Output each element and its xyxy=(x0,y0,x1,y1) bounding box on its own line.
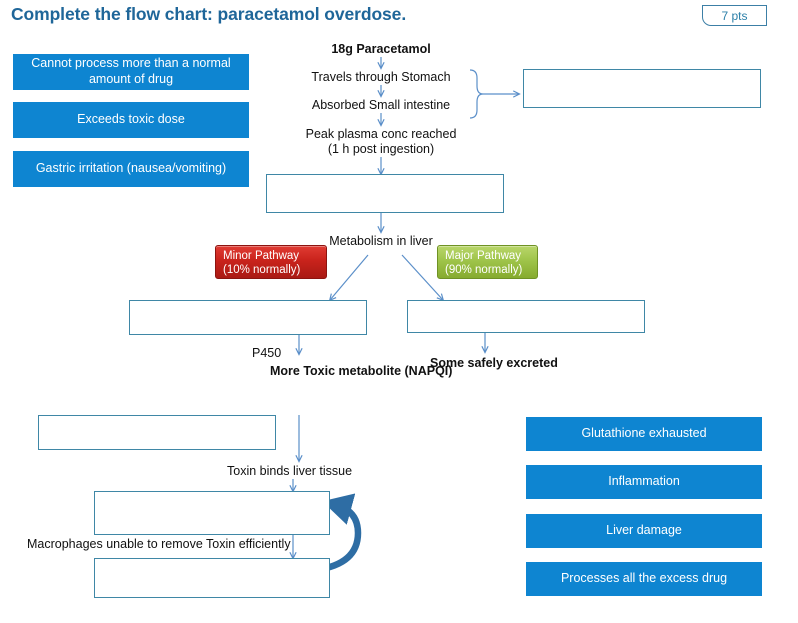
napqi-label: More Toxic metabolite (NAPQI) xyxy=(270,364,453,378)
small-intestine-label: Absorbed Small intestine xyxy=(311,98,451,112)
drop-target-toxin-binds[interactable] xyxy=(94,491,330,535)
major-pathway-line2: (90% normally) xyxy=(445,264,523,277)
minor-pathway-line2: (10% normally) xyxy=(223,264,301,277)
answer-chip-liver-damage[interactable]: Liver damage xyxy=(526,514,762,548)
peak-plasma-label: Peak plasma conc reached (1 h post inges… xyxy=(305,127,457,157)
answer-chip-inflammation[interactable]: Inflammation xyxy=(526,465,762,499)
answer-chip-exceeds-toxic-dose[interactable]: Exceeds toxic dose xyxy=(13,102,249,138)
drop-target-macrophages[interactable] xyxy=(94,558,330,598)
answer-chip-gastric-irritation[interactable]: Gastric irritation (nausea/vomiting) xyxy=(13,151,249,187)
answer-chip-glutathione-exhausted[interactable]: Glutathione exhausted xyxy=(526,417,762,451)
some-safely-excreted-label: Some safely excreted xyxy=(430,356,558,370)
drop-target-major[interactable] xyxy=(407,300,645,333)
major-pathway-pill: Major Pathway (90% normally) xyxy=(437,245,538,279)
p450-label: P450 xyxy=(252,346,282,360)
points-badge: 7 pts xyxy=(702,5,767,26)
page-title: Complete the flow chart: paracetamol ove… xyxy=(11,4,407,24)
drop-target-minor[interactable] xyxy=(129,300,367,335)
answer-chip-processes-excess-drug[interactable]: Processes all the excess drug xyxy=(526,562,762,596)
dose-label: 18g Paracetamol xyxy=(331,42,431,56)
answer-chip-cannot-process[interactable]: Cannot process more than a normal amount… xyxy=(13,54,249,90)
drop-target-peak-plasma[interactable] xyxy=(266,174,504,213)
toxin-binds-label: Toxin binds liver tissue xyxy=(227,464,353,478)
major-pathway-line1: Major Pathway xyxy=(445,250,522,262)
drop-target-napqi-left[interactable] xyxy=(38,415,276,450)
macrophages-label: Macrophages unable to remove Toxin effic… xyxy=(27,537,291,551)
minor-pathway-pill: Minor Pathway (10% normally) xyxy=(215,245,327,279)
metabolism-label: Metabolism in liver xyxy=(329,234,433,248)
stomach-label: Travels through Stomach xyxy=(311,70,451,84)
drop-target-top-right[interactable] xyxy=(523,69,761,108)
minor-pathway-line1: Minor Pathway xyxy=(223,250,300,262)
